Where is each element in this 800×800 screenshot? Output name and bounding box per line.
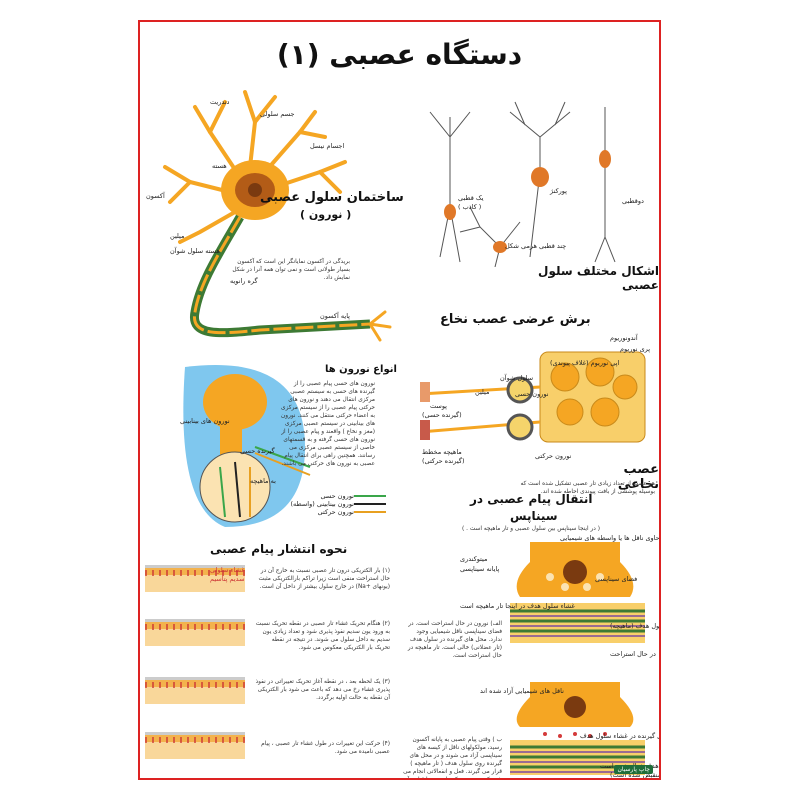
neuron-types-legend: نورون حسی نورون بینابینی (واسطه) نورون ح… xyxy=(290,492,390,516)
label-skin: پوست xyxy=(430,402,447,410)
legend-item: نورون حسی xyxy=(290,492,390,500)
impulse-step-1: (۱) بار الکتریکی درون تار عصبی نسبت به خ… xyxy=(258,568,390,590)
impulse-step-3-diagram xyxy=(145,677,245,704)
label-endoneurium: آندونوریوم xyxy=(610,334,638,342)
label-unipolar: یک قطبی xyxy=(458,194,484,202)
label-muscle-sub: (گیرنده حرکتی) xyxy=(422,457,465,465)
synapse-active-text: ب ) وقتی پیام عصبی به پایانه آکسون رسید،… xyxy=(403,737,502,780)
label-activated-sub: (منقبض شده است) xyxy=(610,771,661,779)
label-axon-foot: پایه آکسون xyxy=(320,312,350,320)
synapse-heading-1: انتقال پیام عصبی در xyxy=(470,492,593,506)
tag-sodium: سدیم پتاسیم xyxy=(210,575,245,583)
label-cleft: فضای سیناپسی xyxy=(595,575,638,583)
synapse-rest-text: الف) نورون در حال استراحت است. در فضای س… xyxy=(407,621,502,659)
label-mitochondria: میتوکندری xyxy=(460,555,488,563)
tag-membrane: غشاء سلولی xyxy=(210,566,245,574)
legend-swatch xyxy=(354,503,386,505)
impulse-step-4: (۴) حرکت این تغییرات در طول غشاء تار عصب… xyxy=(261,741,390,755)
neuron-types-illustration xyxy=(183,364,311,527)
synapse-subtitle: ( در اینجا سیناپس بین سلول عصبی و تار ما… xyxy=(462,526,600,532)
label-perineurium: پری نوریوم xyxy=(620,345,651,353)
label-ranvier: گره رانویه xyxy=(230,277,258,285)
label-pseudo: ( کاذب ) xyxy=(458,203,482,211)
impulse-step-2-diagram xyxy=(145,619,245,646)
publisher-badge: چاپ پارسیان xyxy=(614,765,653,774)
legend-item: نورون حرکتی xyxy=(290,508,390,516)
poster-title: دستگاه عصبی (۱) xyxy=(276,38,523,71)
legend-item: نورون بینابینی (واسطه) xyxy=(290,500,390,508)
label-schwann: هسته سلول شوآن xyxy=(170,247,220,255)
neuron-shapes-illustration xyxy=(429,101,616,267)
label-cell-body: جسم سلولی xyxy=(260,110,295,118)
synapse-heading-2: سیناپس xyxy=(510,509,558,523)
shapes-heading: اشکال مختلف سلول عصبی xyxy=(538,264,659,292)
label-skin-sub: (گیرنده حسی) xyxy=(422,411,462,419)
synapse-active-illustration xyxy=(510,682,645,775)
label-nissl: اجسام نیسل xyxy=(310,142,345,150)
label-epineurium: اپی نوریوم (غلاف پیوندی) xyxy=(550,359,620,367)
label-nucleus: هسته xyxy=(212,162,227,170)
neuron-subheading: ( نورون ) xyxy=(300,208,352,221)
label-motor-neuron: نورون حرکتی xyxy=(535,452,572,460)
label-inter-neuron: نورون های بینابینی xyxy=(180,417,230,425)
impulse-heading: نحوه انتشار پیام عصبی xyxy=(210,542,348,556)
neuron-types-heading: انواع نورون ها xyxy=(325,364,397,375)
label-schwann-cell: سلول شوآن xyxy=(500,374,534,382)
label-multipolar: چند قطبی هرمی شکل xyxy=(505,242,567,250)
impulse-step-1-diagram xyxy=(145,565,245,592)
label-sensory-neuron: نورون حسی xyxy=(515,390,549,398)
impulse-step-4-diagram xyxy=(145,732,245,759)
spinal-nerve-heading: عصب نخاعی xyxy=(617,462,659,492)
label-axon: آکسون xyxy=(146,192,165,200)
poster: دستگاه عصبی (۱) دندریت جسم سلولی اجسام ن… xyxy=(138,20,661,780)
neuron-note: بریدگی در آکسون نمایانگر این است که آکسو… xyxy=(232,259,350,281)
label-dendrite: دندریت xyxy=(210,98,230,106)
label-myelin-section: میلین xyxy=(475,388,490,396)
neuron-heading: ساختمان سلول عصبی xyxy=(260,190,404,205)
label-bipolar: دوقطبی xyxy=(622,197,644,205)
label-released: ناقل های شیمیایی آزاد شده اند xyxy=(480,687,564,695)
impulse-step-2: (۲) هنگام تحریک غشاء تار عصبی در نقطه تح… xyxy=(255,621,390,651)
label-striated-muscle: ماهیچه مخطط xyxy=(422,448,462,456)
label-myelin: میلین xyxy=(170,232,185,240)
spinal-nerve-text: هر عصب از تعداد زیادی تار عصبی تشکیل شده… xyxy=(520,481,655,495)
label-resting: در حال استراحت xyxy=(610,650,656,658)
label-sensory-receptor: گیرنده حسی xyxy=(240,447,275,455)
legend-swatch xyxy=(354,511,386,513)
nerve-section-illustration xyxy=(420,351,646,443)
label-target-membrane: غشاء سلول هدف در اینجا تار ماهیچه است xyxy=(460,602,575,610)
neuron-illustration xyxy=(163,90,392,342)
label-purkinje: پورکنژ xyxy=(550,187,567,195)
neuron-types-text: نورون های حسی پیام عصبی را از گیرنده های… xyxy=(281,381,375,467)
label-vesicles: کیسه های سیناپسی حاوی ناقل ها یا واسطه ه… xyxy=(560,534,660,542)
nerve-section-heading: برش عرضی عصب نخاع xyxy=(440,312,591,327)
label-target-cell: سلول هدف (ماهیچه) xyxy=(610,622,660,630)
impulse-step-3: (۳) یک لحظه بعد ، در نقطه آغاز تحریک تغی… xyxy=(255,679,390,701)
label-receptor-sites: محل های گیرنده در غشاء سلول هدف xyxy=(580,732,659,740)
label-terminal: پایانه سیناپسی xyxy=(460,565,500,573)
synapse-rest-illustration xyxy=(510,542,645,643)
legend-swatch xyxy=(354,495,386,497)
label-to-muscle: به ماهیچه xyxy=(250,477,276,485)
